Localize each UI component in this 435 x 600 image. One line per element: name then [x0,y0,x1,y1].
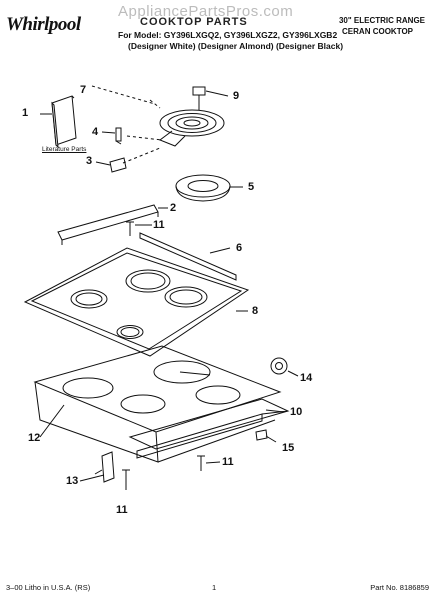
burner-box [33,345,282,463]
variants-line: (Designer White) (Designer Almond) (Desi… [128,41,344,51]
literature-book-part [51,95,77,149]
callout-12: 12 [28,432,41,444]
callout-15: 15 [282,442,295,454]
footer-part-number: Part No. 8186859 [370,583,429,592]
literature-parts-label: Literature Parts [42,146,87,153]
product-line-2: CERAN COOKTOP [342,27,413,36]
callout-11-mid: 11 [222,456,234,468]
footer-page-number: 1 [212,583,217,592]
watermark: AppliancePartsPros.com [118,3,294,20]
callout-11-bottom: 11 [116,504,128,516]
callout-6: 6 [236,242,243,254]
callout-2: 2 [170,202,177,214]
clip-15 [255,429,277,443]
callout-5: 5 [248,181,255,193]
page-title: COOKTOP PARTS [140,16,248,28]
clip-3 [109,157,127,173]
drip-bowl [175,174,231,202]
callout-3: 3 [86,155,93,167]
callout-8: 8 [252,305,259,317]
surface-element-assembly [158,86,225,147]
rear-bracket [57,204,159,245]
product-line-1: 30" ELECTRIC RANGE [338,16,425,25]
terminal-block [270,357,288,375]
callout-7: 7 [80,84,87,96]
callout-9: 9 [233,90,240,102]
callout-4: 4 [92,126,99,138]
brand-logo: Whirlpool [6,14,81,35]
callout-11-top: 11 [153,219,165,231]
bracket-13 [94,451,115,483]
cooktop-glass [23,247,250,357]
models-line: For Model: GY396LXGQ2, GY396LXGZ2, GY396… [118,30,338,40]
callout-13: 13 [66,475,79,487]
callout-1: 1 [22,107,29,119]
callout-10: 10 [290,406,303,418]
screw-4 [115,127,122,145]
callout-14: 14 [300,372,313,384]
front-panel [128,398,290,459]
footer-litho: 3–00 Litho in U.S.A. (RS) [6,583,91,592]
